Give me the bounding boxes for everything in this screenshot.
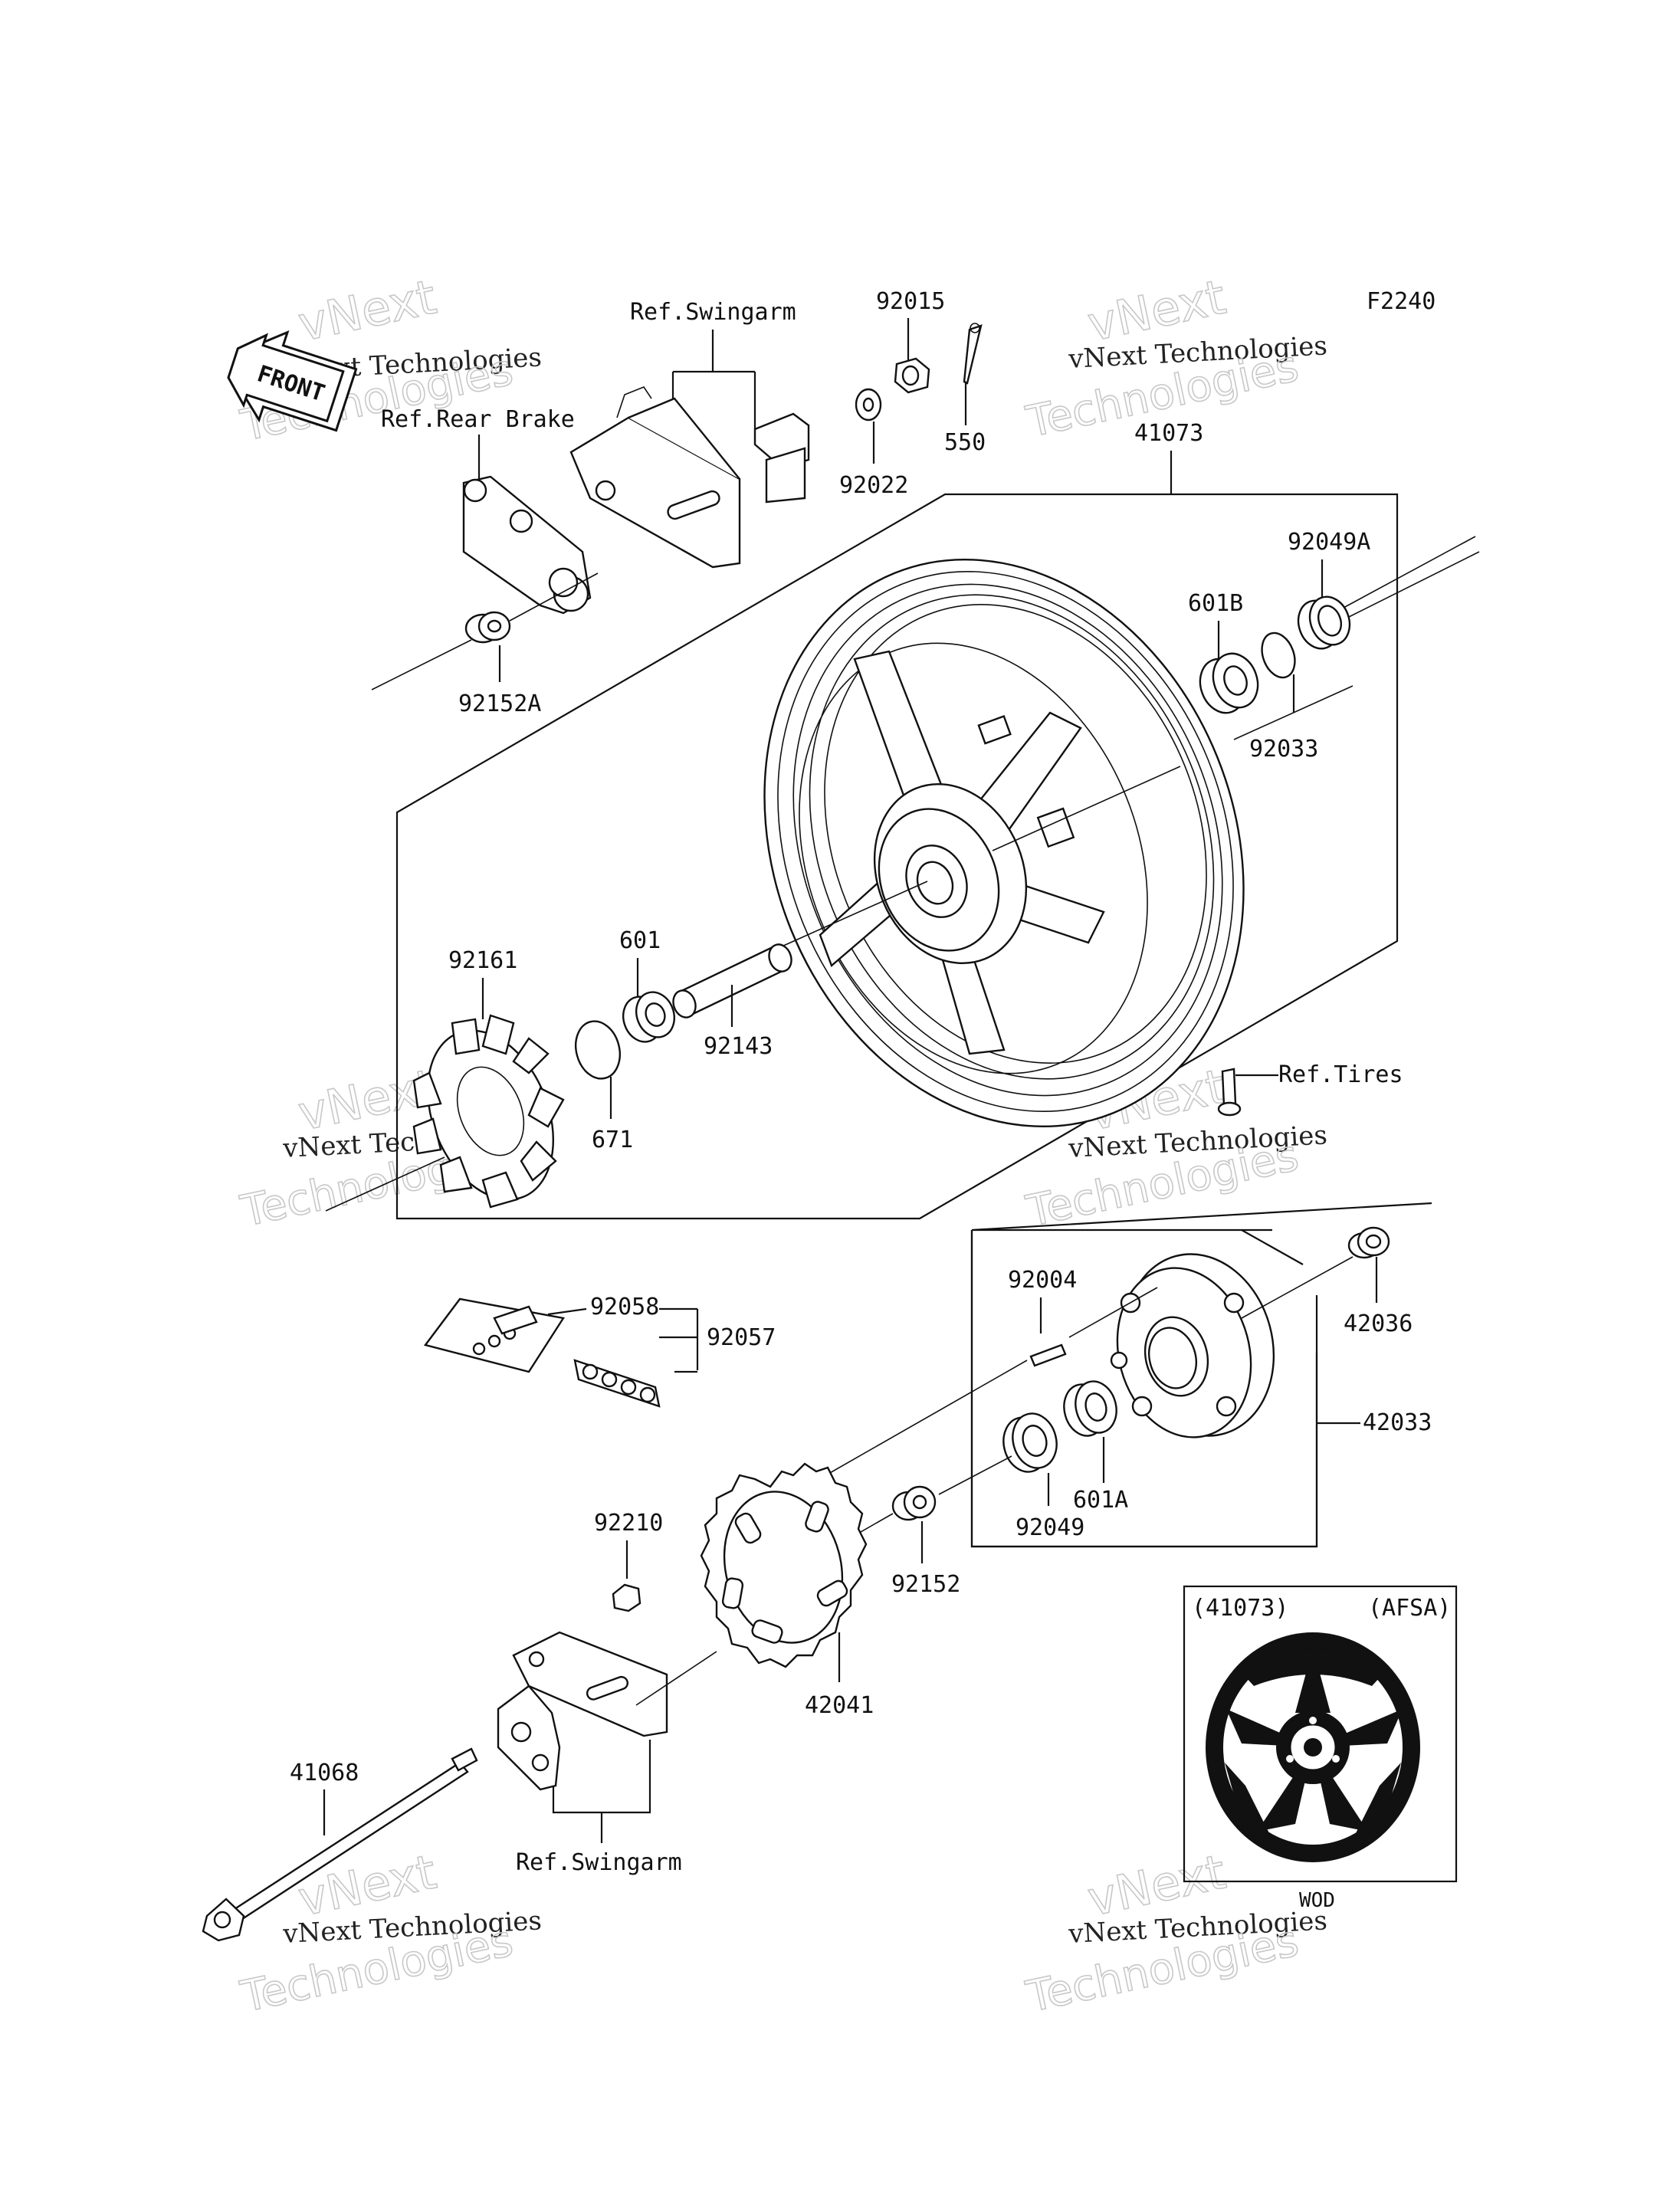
chain-adjuster-top xyxy=(569,386,741,569)
watermark-bottom-right: vNext vNext Technologies Technologies xyxy=(1022,1843,1328,2023)
ref-swingarm-top: Ref.Swingarm xyxy=(630,299,796,326)
washer-92022-icon xyxy=(855,388,882,422)
collar-92143-icon xyxy=(672,943,792,1018)
brake-bracket xyxy=(462,475,592,615)
label-92033: 92033 xyxy=(1249,736,1318,763)
inset-color-code: WOD xyxy=(1299,1889,1335,1912)
label-92161: 92161 xyxy=(448,947,517,974)
cotter-pin-icon xyxy=(963,323,983,385)
wheel-assembly-frame xyxy=(395,493,1399,1220)
label-92049: 92049 xyxy=(1016,1514,1084,1541)
label-41073: 41073 xyxy=(1134,420,1203,447)
nut-92210-icon xyxy=(612,1583,641,1612)
seal-92049a-icon xyxy=(1297,595,1351,650)
bearing-601b-icon xyxy=(1199,652,1259,714)
label-42033: 42033 xyxy=(1363,1409,1432,1436)
diagram-code: F2240 xyxy=(1367,288,1436,315)
label-92057: 92057 xyxy=(707,1324,776,1351)
ref-swingarm-bottom: Ref.Swingarm xyxy=(516,1849,682,1876)
label-601: 601 xyxy=(619,927,661,954)
variant-inset-box xyxy=(1183,1585,1458,1883)
hub-damper-92161-icon xyxy=(412,1014,565,1209)
seal-92049-icon xyxy=(1002,1412,1058,1473)
label-92004: 92004 xyxy=(1008,1267,1077,1294)
ref-rear-brake: Ref.Rear Brake xyxy=(381,406,575,433)
collar-92152-icon xyxy=(891,1485,937,1521)
watermark-top-right: vNext vNext Technologies Technologies xyxy=(1022,268,1328,448)
collar-92152a-icon xyxy=(464,611,511,644)
label-671: 671 xyxy=(592,1127,633,1153)
swingarm-block-top xyxy=(753,412,810,504)
front-arrow-icon: FRONT xyxy=(227,330,358,432)
sprocket-hub-42033 xyxy=(1110,1253,1275,1438)
valve-stem-icon xyxy=(1217,1068,1242,1117)
variant-wheel-icon xyxy=(1206,1632,1420,1862)
svg-text:vNext: vNext xyxy=(294,269,441,353)
label-92058: 92058 xyxy=(590,1294,659,1320)
rear-sprocket-42041 xyxy=(700,1462,868,1668)
label-41068: 41068 xyxy=(290,1760,359,1786)
label-550: 550 xyxy=(944,429,986,456)
watermark-bottom-left: vNext vNext Technologies Technologies xyxy=(236,1843,543,2023)
axle-41068-icon xyxy=(202,1747,478,1942)
inset-part-ref: (41073) xyxy=(1192,1595,1288,1622)
castle-nut-icon xyxy=(894,357,930,394)
label-42036: 42036 xyxy=(1344,1310,1413,1337)
label-92143: 92143 xyxy=(704,1033,773,1060)
label-92015: 92015 xyxy=(876,288,945,315)
rear-wheel xyxy=(763,558,1245,1128)
label-601b: 601B xyxy=(1188,590,1243,617)
collar-42036-icon xyxy=(1347,1226,1390,1259)
chain-joint-92058-icon xyxy=(423,1297,565,1373)
label-92049a: 92049A xyxy=(1288,529,1370,556)
label-42041: 42041 xyxy=(805,1692,874,1719)
chain-adjuster-bottom xyxy=(497,1631,668,1791)
stud-92004-icon xyxy=(1029,1343,1067,1367)
drive-chain-92057-icon xyxy=(573,1359,661,1408)
bearing-601a-icon xyxy=(1063,1380,1117,1437)
label-92152: 92152 xyxy=(891,1571,960,1598)
label-601a: 601A xyxy=(1073,1487,1128,1514)
bearing-601-icon xyxy=(622,991,675,1043)
snap-ring-92033-icon xyxy=(1261,631,1296,679)
label-92152a: 92152A xyxy=(458,690,541,717)
inset-variant: (AFSA) xyxy=(1368,1595,1451,1622)
ref-tires: Ref.Tires xyxy=(1278,1061,1403,1088)
sprocket-hub-frame xyxy=(970,1228,1318,1548)
label-92022: 92022 xyxy=(839,472,908,499)
o-ring-671-icon xyxy=(575,1020,621,1080)
label-92210: 92210 xyxy=(594,1510,663,1537)
